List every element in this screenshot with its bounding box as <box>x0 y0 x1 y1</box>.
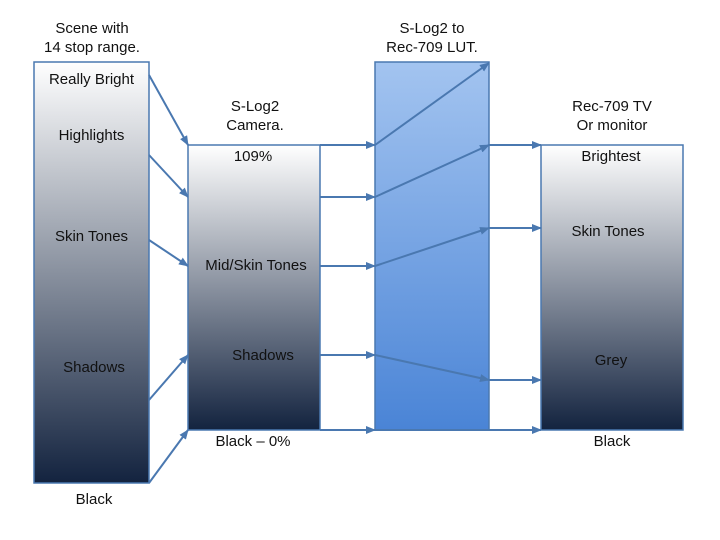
lut-header: S-Log2 to Rec-709 LUT. <box>372 19 492 57</box>
arrow-scene-to-camera-upper <box>148 154 189 198</box>
arrow-scene-to-camera-shadows <box>148 354 189 401</box>
monitor-header: Rec-709 TV Or monitor <box>549 97 675 135</box>
camera-label-black: Black – 0% <box>215 433 291 450</box>
scene-header-line-2: 14 stop range. <box>44 39 140 56</box>
monitor-label-brightest: Brightest <box>581 148 641 165</box>
lut-header-line-2: Rec-709 LUT. <box>386 39 478 56</box>
mapping-arrows <box>148 62 542 484</box>
scene-header-line-1: Scene with <box>55 20 129 37</box>
arrow-lut-mid <box>374 227 490 267</box>
scene-label-skin-tones: Skin Tones <box>54 228 129 245</box>
lut-header-line-1: S-Log2 to <box>399 20 465 37</box>
monitor-range-box <box>540 144 684 431</box>
scene-range-box <box>33 61 150 484</box>
monitor-header-line-2: Or monitor <box>576 117 648 134</box>
camera-header: S-Log2 Camera. <box>200 97 310 135</box>
camera-label-top: 109% <box>233 148 273 165</box>
arrow-lut-shadows <box>374 354 490 382</box>
scene-label-highlights: Highlights <box>58 127 125 144</box>
monitor-label-black: Black <box>593 433 631 450</box>
arrow-scene-to-camera-top <box>148 74 189 146</box>
monitor-header-line-1: Rec-709 TV <box>572 98 652 115</box>
monitor-label-grey: Grey <box>594 352 628 369</box>
camera-label-shadows: Shadows <box>232 347 294 364</box>
arrow-lut-top <box>374 62 490 146</box>
camera-header-line-2: Camera. <box>226 117 284 134</box>
arrow-scene-to-camera-black <box>148 429 189 484</box>
monitor-label-skin-tones: Skin Tones <box>571 223 645 240</box>
scene-header: Scene with 14 stop range. <box>24 19 160 57</box>
scene-label-really-bright: Really Bright <box>48 71 135 88</box>
camera-range-box <box>187 144 321 431</box>
camera-label-mid: Mid/Skin Tones <box>205 257 307 274</box>
scene-label-black: Black <box>75 491 113 508</box>
camera-header-line-1: S-Log2 <box>230 98 280 115</box>
scene-label-shadows: Shadows <box>63 359 125 376</box>
arrow-lut-upper <box>374 144 490 198</box>
arrow-scene-to-camera-mid <box>148 239 189 267</box>
